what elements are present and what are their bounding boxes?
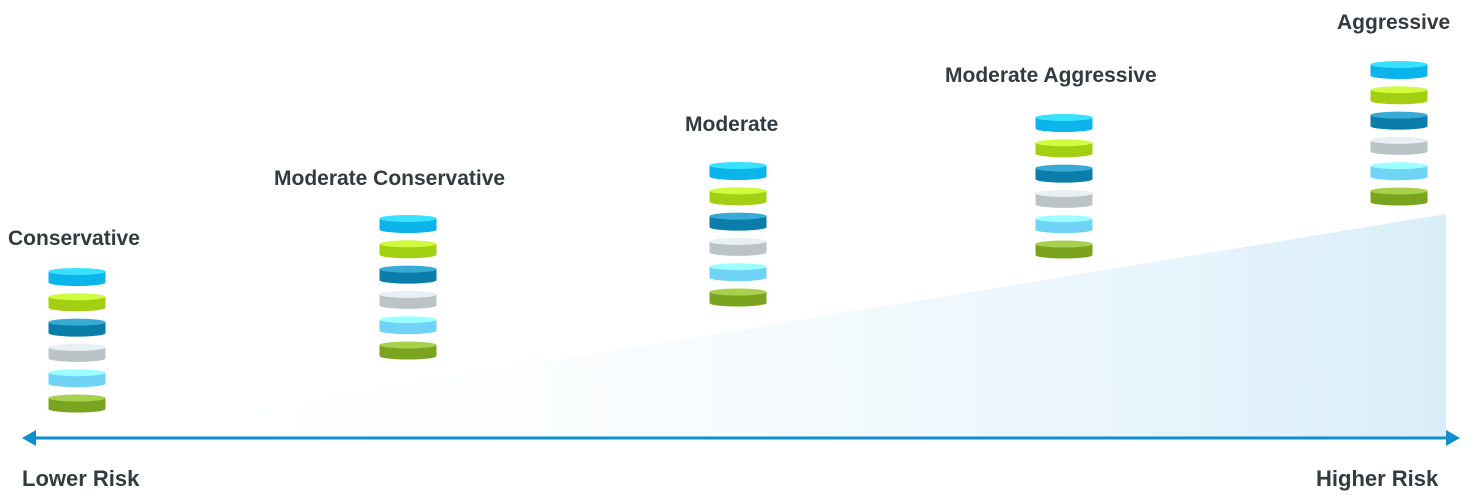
- stack-disc: [1370, 136, 1428, 155]
- stack-disc: [1035, 240, 1093, 259]
- stack-disc: [379, 265, 437, 284]
- right-arrow-icon: [1446, 430, 1460, 446]
- level-label-moderate: Moderate: [685, 113, 779, 136]
- stack-disc: [1035, 189, 1093, 208]
- stack-disc: [1035, 164, 1093, 183]
- coin-stack-moderate-conservative: [379, 215, 437, 360]
- stack-disc: [1370, 187, 1428, 206]
- stack-disc: [1370, 86, 1428, 105]
- stack-disc: [48, 293, 106, 312]
- lower-risk-label: Lower Risk: [22, 466, 140, 491]
- stack-disc: [709, 237, 767, 256]
- stack-disc: [379, 341, 437, 360]
- stack-disc: [709, 162, 767, 180]
- stack-disc: [379, 215, 437, 234]
- stack-disc: [1035, 139, 1093, 158]
- level-label-aggressive: Aggressive: [1337, 11, 1451, 34]
- stack-disc: [48, 394, 106, 413]
- stack-disc: [48, 268, 106, 286]
- higher-risk-label: Higher Risk: [1316, 466, 1439, 491]
- stack-disc: [48, 343, 106, 362]
- left-arrow-icon: [22, 430, 36, 446]
- coin-stack-aggressive: [1370, 61, 1428, 206]
- risk-wedge: [80, 214, 1446, 438]
- level-label-moderate-conservative: Moderate Conservative: [274, 167, 506, 190]
- stack-disc: [379, 290, 437, 309]
- stack-disc: [1035, 215, 1093, 234]
- stack-disc: [709, 288, 767, 307]
- stack-disc: [709, 212, 767, 231]
- level-label-moderate-aggressive: Moderate Aggressive: [945, 64, 1157, 87]
- stack-disc: [48, 318, 106, 337]
- stack-disc: [1370, 111, 1428, 130]
- stack-disc: [709, 187, 767, 206]
- stack-disc: [1370, 61, 1428, 80]
- coin-stacks: [48, 61, 1428, 413]
- stack-disc: [379, 316, 437, 335]
- coin-stack-moderate-aggressive: [1035, 114, 1093, 259]
- level-label-conservative: Conservative: [8, 227, 140, 250]
- stack-disc: [709, 263, 767, 282]
- coin-stack-conservative: [48, 268, 106, 413]
- stack-disc: [1370, 162, 1428, 181]
- stack-disc: [48, 369, 106, 388]
- stack-disc: [379, 240, 437, 259]
- risk-axis: [22, 430, 1460, 446]
- coin-stack-moderate: [709, 162, 767, 307]
- stack-disc: [1035, 114, 1093, 132]
